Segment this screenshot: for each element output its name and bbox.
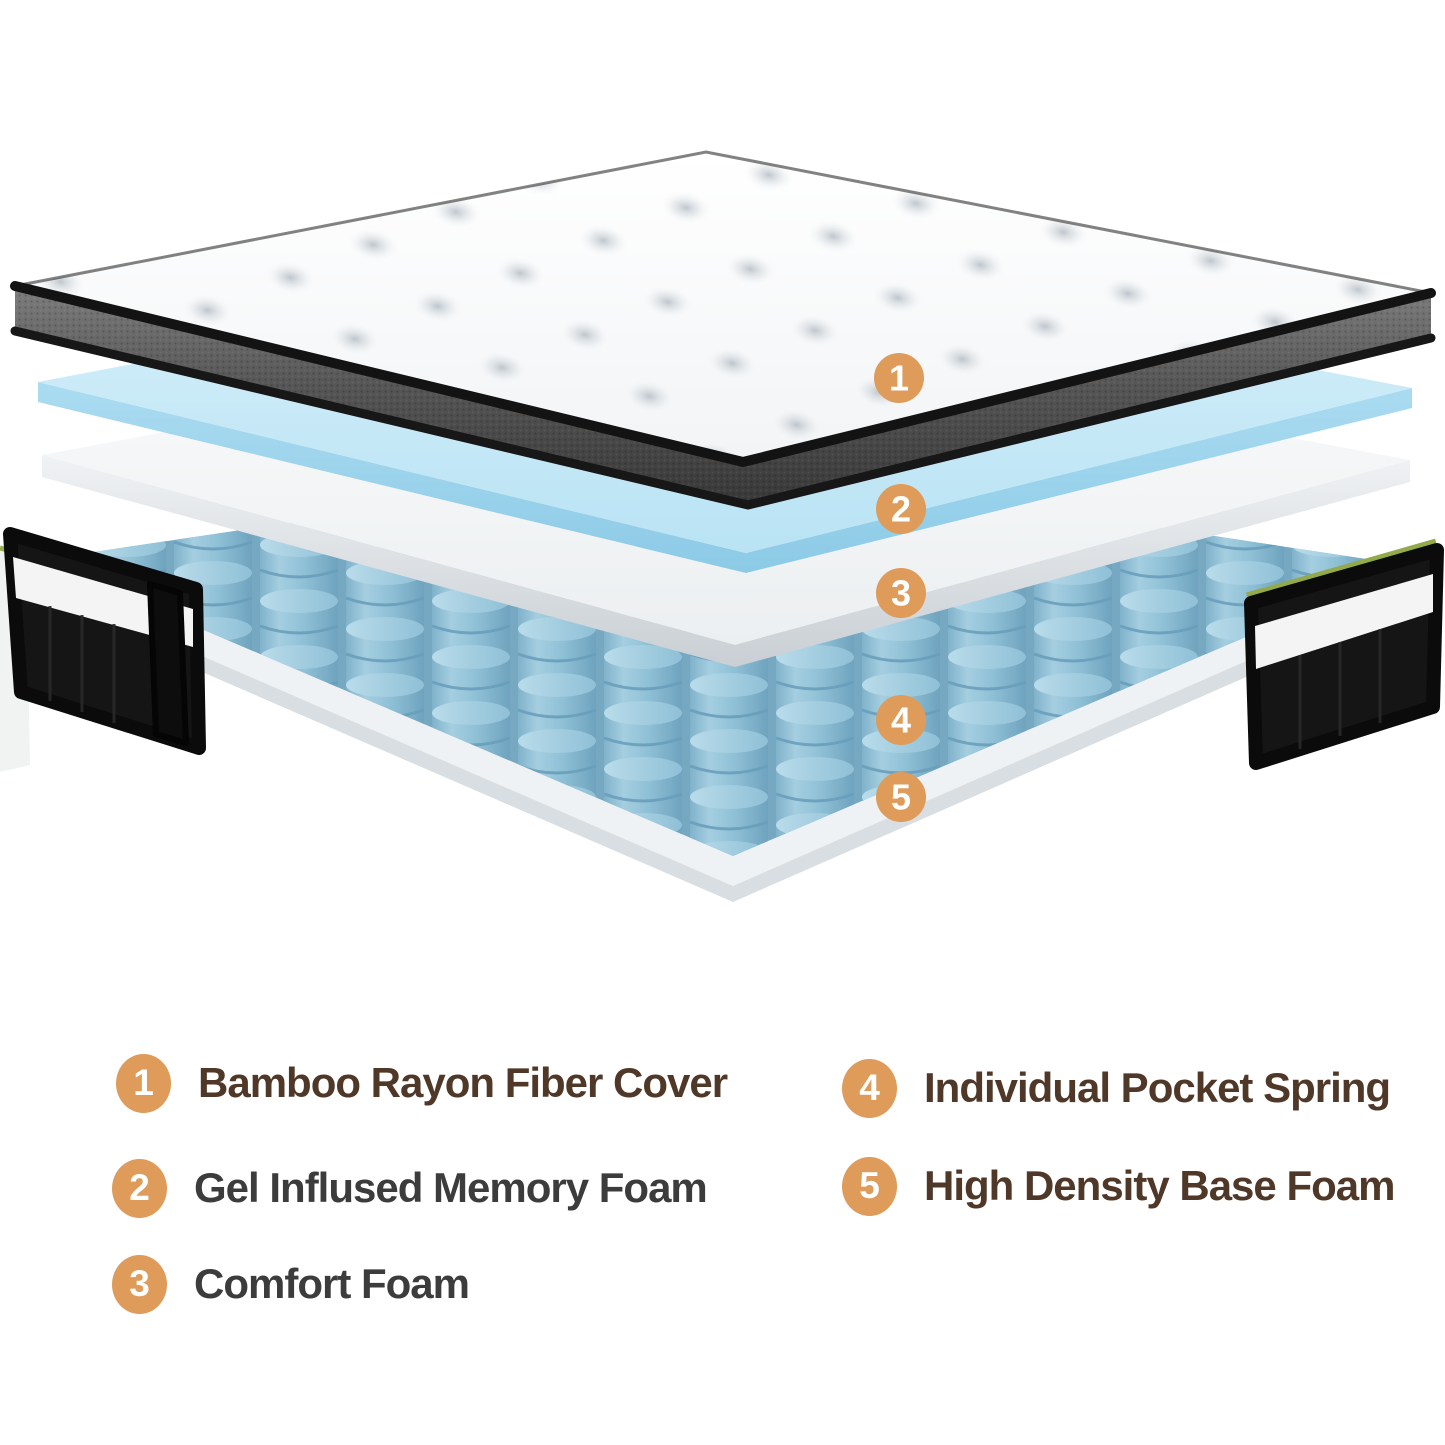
left-side-panel [3, 527, 206, 755]
callout-badge-3: 3 [876, 568, 926, 618]
legend-item-label: High Density Base Foam [924, 1162, 1395, 1209]
legend-item-individual-pocket-spring: 4 Individual Pocket Spring [842, 1058, 1391, 1118]
legend-item-comfort-foam: 3 Comfort Foam [112, 1254, 470, 1314]
legend-number-badge: 5 [842, 1156, 897, 1216]
legend-item-label: Bamboo Rayon Fiber Cover [198, 1059, 728, 1106]
callout-badge-2: 2 [876, 484, 926, 534]
right-side-panel [1244, 538, 1444, 770]
legend-item-label: Comfort Foam [194, 1260, 470, 1307]
mattress-top-layer [10, 150, 1436, 510]
legend-number-badge: 1 [116, 1053, 171, 1113]
legend-number-badge: 2 [112, 1158, 167, 1218]
legend-item-label: Gel Inflused Memory Foam [194, 1164, 708, 1211]
callout-number: 3 [891, 573, 911, 614]
callout-number: 2 [891, 489, 911, 530]
callout-number: 5 [891, 777, 911, 818]
callout-number: 1 [889, 358, 909, 399]
legend-item-bamboo-rayon-fiber-cover: 1 Bamboo Rayon Fiber Cover [116, 1053, 728, 1113]
callout-number: 4 [891, 700, 911, 741]
legend-number-badge: 3 [112, 1254, 167, 1314]
legend-item-gel-inflused-memory-foam: 2 Gel Inflused Memory Foam [112, 1158, 708, 1218]
legend-item-high-density-base-foam: 5 High Density Base Foam [842, 1156, 1395, 1216]
legend-item-label: Individual Pocket Spring [924, 1064, 1391, 1111]
callout-badge-1: 1 [874, 353, 924, 403]
legend-number-badge: 4 [842, 1058, 897, 1118]
callout-badge-5: 5 [876, 772, 926, 822]
callout-badge-4: 4 [876, 695, 926, 745]
mattress-exploded-diagram: 1 2 3 4 5 [0, 150, 1444, 902]
